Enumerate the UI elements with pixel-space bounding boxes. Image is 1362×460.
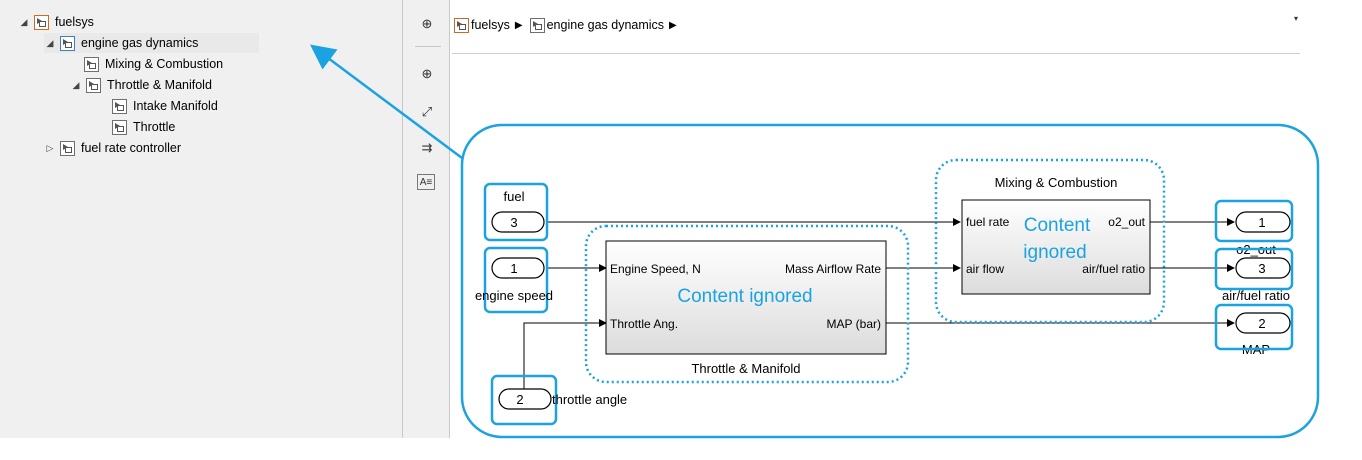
annotation-icon[interactable]: A≡	[417, 174, 435, 190]
breadcrumb-menu-icon[interactable]: ▾	[1294, 14, 1299, 23]
inport-shape	[498, 388, 552, 410]
mixing-combustion-block[interactable]: Mixing & Combustion fuel rate air flow o…	[934, 158, 1166, 324]
outport-number: 1	[1258, 215, 1265, 230]
outport-highlight	[1214, 247, 1294, 291]
breadcrumb: fuelsys ▶ engine gas dynamics ▶	[452, 10, 682, 40]
inport-label: throttle angle	[552, 392, 627, 407]
outport-highlight	[1214, 303, 1294, 351]
subsystem-icon	[86, 77, 101, 93]
outport-number: 3	[1258, 261, 1265, 276]
collapse-triangle-icon[interactable]: ◢	[72, 79, 80, 90]
tree-item-throttle[interactable]: Throttle	[108, 117, 175, 137]
outport-air-fuel-ratio[interactable]: air/fuel ratio 3	[1214, 247, 1294, 303]
outport-highlight	[1214, 199, 1294, 243]
port-label-out2: air/fuel ratio	[1082, 262, 1145, 276]
signal-lines	[523, 218, 1235, 398]
port-label-in2: Throttle Ang.	[610, 317, 678, 331]
tree-item-label: Mixing & Combustion	[105, 57, 224, 71]
breadcrumb-separator-icon: ▶	[514, 19, 523, 31]
inport-fuel[interactable]: fuel 3	[483, 182, 549, 242]
tree-item-mixing-combustion[interactable]: Mixing & Combustion	[80, 54, 223, 74]
tree-item-label: Throttle	[133, 120, 176, 134]
tree-item-label: fuelsys	[55, 15, 94, 29]
breadcrumb-divider	[452, 53, 1300, 54]
tree-item-throttle-manifold[interactable]: ◢ Throttle & Manifold	[70, 75, 212, 95]
tree-item-fuelsys[interactable]: ◢ fuelsys	[18, 12, 94, 32]
inport-highlight	[490, 374, 558, 426]
inport-throttle-angle[interactable]: 2 throttle angle	[490, 374, 627, 426]
model-browser-tree: ◢ fuelsys ◢ engine gas dynamics Mixing &…	[0, 0, 403, 438]
inport-number: 2	[516, 392, 523, 407]
zoom-icon[interactable]: ⊕	[421, 66, 433, 81]
subsystem-icon	[112, 119, 127, 135]
signal-line-throttle-angle[interactable]	[523, 319, 607, 398]
subsystem-icon	[60, 35, 75, 51]
inport-shape	[491, 257, 545, 279]
tree-item-label: Throttle & Manifold	[107, 78, 212, 92]
breadcrumb-separator-icon: ▶	[669, 19, 677, 31]
palette-toolbar: ⊕ ⊕ ⤢ ⇉ A≡	[403, 0, 450, 438]
inport-highlight	[483, 182, 549, 242]
port-label-in2: air flow	[966, 262, 1004, 276]
block-name: Mixing & Combustion	[995, 175, 1118, 190]
callout-arrow	[309, 44, 463, 160]
block-name: Throttle & Manifold	[691, 361, 800, 376]
subsystem-icon	[84, 56, 99, 72]
outport-shape	[1235, 257, 1291, 279]
outport-shape	[1235, 211, 1291, 233]
port-label-out2: MAP (bar)	[827, 317, 881, 331]
breadcrumb-label: fuelsys	[471, 18, 510, 32]
outport-shape	[1235, 312, 1291, 334]
tree-item-fuel-rate-controller[interactable]: ▷ fuel rate controller	[44, 138, 181, 158]
tree-item-engine-gas-dynamics[interactable]: ◢ engine gas dynamics	[44, 33, 259, 53]
subsystem-icon	[60, 140, 75, 156]
breadcrumb-fuelsys[interactable]: fuelsys	[452, 17, 510, 33]
tree-item-label: fuel rate controller	[81, 141, 182, 155]
subsystem-icon	[34, 14, 49, 30]
inport-highlight	[483, 246, 549, 314]
toolbar-divider	[415, 46, 441, 47]
content-ignored-label: ignored	[1023, 242, 1086, 263]
inport-label: engine speed	[475, 288, 553, 303]
inport-label: fuel	[504, 189, 525, 204]
port-label-in1: fuel rate	[966, 215, 1010, 229]
content-ignored-outline	[584, 224, 910, 384]
subsystem-icon	[112, 98, 127, 114]
block-body	[961, 199, 1151, 295]
collapse-triangle-icon[interactable]: ◢	[46, 37, 54, 48]
content-ignored-label: Content ignored	[677, 286, 812, 307]
block-body	[605, 240, 887, 355]
port-label-out1: Mass Airflow Rate	[785, 262, 881, 276]
tree-item-label: Intake Manifold	[133, 99, 218, 113]
outport-map[interactable]: MAP 2	[1214, 303, 1294, 357]
inport-number: 1	[510, 261, 517, 276]
highlight-region	[460, 123, 1320, 439]
signal-arrow-icon[interactable]: ⇉	[421, 140, 433, 155]
content-ignored-outline	[934, 158, 1166, 324]
tree-item-intake-manifold[interactable]: Intake Manifold	[108, 96, 218, 116]
outport-label: air/fuel ratio	[1222, 288, 1290, 303]
subsystem-icon	[529, 17, 545, 33]
port-label-out1: o2_out	[1108, 215, 1145, 229]
outport-number: 2	[1258, 316, 1265, 331]
hide-browser-icon[interactable]: ⊕	[421, 16, 433, 31]
fit-to-view-icon[interactable]: ⤢	[421, 104, 433, 119]
inport-number: 3	[510, 215, 517, 230]
inport-engine-speed[interactable]: 1 engine speed	[475, 246, 553, 314]
subsystem-icon	[454, 17, 469, 33]
expand-triangle-icon[interactable]: ▷	[46, 142, 54, 153]
collapse-triangle-icon[interactable]: ◢	[20, 16, 28, 27]
breadcrumb-label: engine gas dynamics	[546, 18, 665, 32]
port-label-in1: Engine Speed, N	[610, 262, 701, 276]
breadcrumb-engine-gas-dynamics[interactable]: engine gas dynamics	[528, 17, 665, 33]
inport-shape	[491, 211, 545, 233]
throttle-manifold-block[interactable]: Engine Speed, N Throttle Ang. Mass Airfl…	[584, 224, 910, 384]
tree-item-label: engine gas dynamics	[81, 36, 199, 50]
content-ignored-label: Content	[1024, 215, 1091, 236]
